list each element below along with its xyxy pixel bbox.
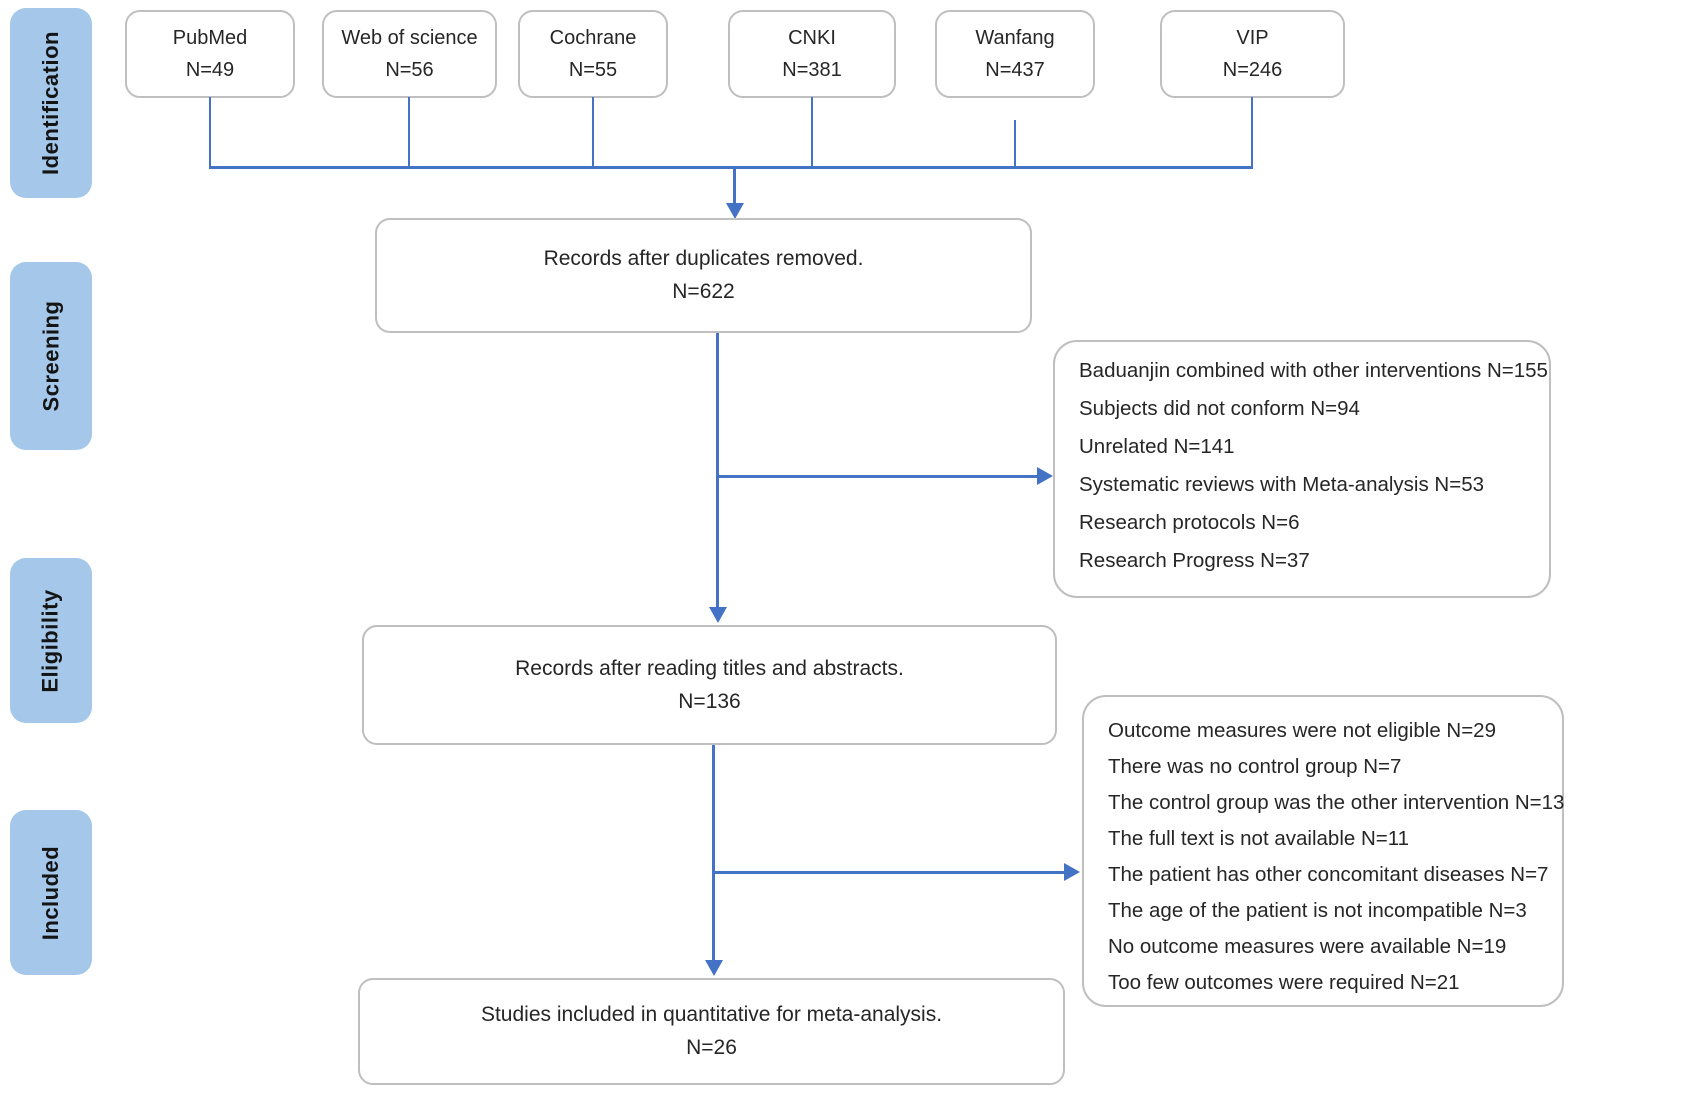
flow-line-eligibility (712, 745, 715, 962)
exclusion-reason: There was no control group N=7 (1108, 755, 1402, 778)
source-name: Wanfang (975, 26, 1055, 49)
down-arrowhead-icon (709, 607, 727, 623)
stage-box-identification: Identification (10, 8, 92, 198)
source-count: N=437 (985, 58, 1045, 81)
exclusion-reason: The patient has other concomitant diseas… (1108, 863, 1549, 886)
down-arrowhead-icon (705, 960, 723, 976)
flow-box-title: Records after reading titles and abstrac… (515, 656, 904, 680)
source-drop-line (811, 97, 813, 168)
exclusion-reason: Baduanjin combined with other interventi… (1079, 359, 1548, 382)
source-box-web-of-science: Web of science N=56 (322, 10, 497, 98)
exclusion-reason: The full text is not available N=11 (1108, 827, 1410, 850)
collector-line (209, 166, 1253, 169)
source-count: N=381 (782, 58, 842, 81)
exclusion-box-screening: Baduanjin combined with other interventi… (1053, 340, 1551, 598)
stage-label: Eligibility (38, 588, 64, 693)
source-drop-line (1251, 97, 1253, 168)
exclusion-reason: Subjects did not conform N=94 (1079, 397, 1360, 420)
source-box-wanfang: Wanfang N=437 (935, 10, 1095, 98)
source-box-cnki: CNKI N=381 (728, 10, 896, 98)
source-drop-line (209, 97, 211, 168)
source-name: PubMed (172, 26, 248, 49)
flow-box-count: N=26 (686, 1036, 737, 1059)
flow-box-title: Studies included in quantitative for met… (480, 1003, 943, 1026)
source-box-pubmed: PubMed N=49 (125, 10, 295, 98)
source-drop-line (408, 97, 410, 168)
exclusion-branch-line-2 (713, 871, 1066, 874)
flow-line-identification (733, 167, 736, 205)
right-arrowhead-icon (1064, 863, 1080, 881)
exclusion-reason: Systematic reviews with Meta-analysis N=… (1079, 473, 1485, 496)
exclusion-reason: Research Progress N=37 (1079, 549, 1310, 572)
flow-box-included-studies: Studies included in quantitative for met… (358, 978, 1065, 1085)
source-count: N=55 (568, 58, 618, 81)
source-name: Web of science (341, 26, 478, 49)
source-count: N=56 (385, 58, 434, 81)
source-drop-line (592, 97, 594, 168)
flow-box-titles-abstracts: Records after reading titles and abstrac… (362, 625, 1057, 745)
exclusion-box-eligibility: Outcome measures were not eligible N=29 … (1082, 695, 1564, 1007)
exclusion-reason: The control group was the other interven… (1108, 791, 1565, 814)
stage-label: Identification (38, 31, 64, 175)
exclusion-reason: Too few outcomes were required N=21 (1108, 971, 1460, 994)
source-name: CNKI (788, 26, 836, 49)
flow-box-title: Records after duplicates removed. (543, 247, 864, 270)
source-count: N=246 (1222, 58, 1283, 81)
down-arrowhead-icon (726, 203, 744, 219)
source-drop-line (1014, 120, 1016, 168)
source-box-vip: VIP N=246 (1160, 10, 1345, 98)
exclusion-branch-line-1 (717, 475, 1039, 478)
stage-box-eligibility: Eligibility (10, 558, 92, 723)
stage-label: Screening (38, 300, 63, 412)
stage-label: Included (38, 845, 64, 940)
stage-box-included: Included (10, 810, 92, 975)
source-count: N=49 (185, 58, 235, 81)
exclusion-reason: Outcome measures were not eligible N=29 (1108, 719, 1496, 742)
exclusion-reason: Unrelated N=141 (1079, 435, 1235, 458)
flow-box-count: N=136 (678, 689, 741, 713)
flow-box-duplicates-removed: Records after duplicates removed. N=622 (375, 218, 1032, 333)
flow-box-count: N=622 (672, 280, 735, 303)
exclusion-reason: The age of the patient is not incompatib… (1108, 899, 1527, 922)
source-name: Cochrane (549, 26, 637, 49)
right-arrowhead-icon (1037, 467, 1053, 485)
source-box-cochrane: Cochrane N=55 (518, 10, 668, 98)
stage-box-screening: Screening (10, 262, 92, 450)
flow-line-screening (716, 333, 719, 609)
exclusion-reason: No outcome measures were available N=19 (1108, 935, 1507, 958)
exclusion-reason: Research protocols N=6 (1079, 511, 1300, 534)
source-name: VIP (1236, 26, 1269, 49)
